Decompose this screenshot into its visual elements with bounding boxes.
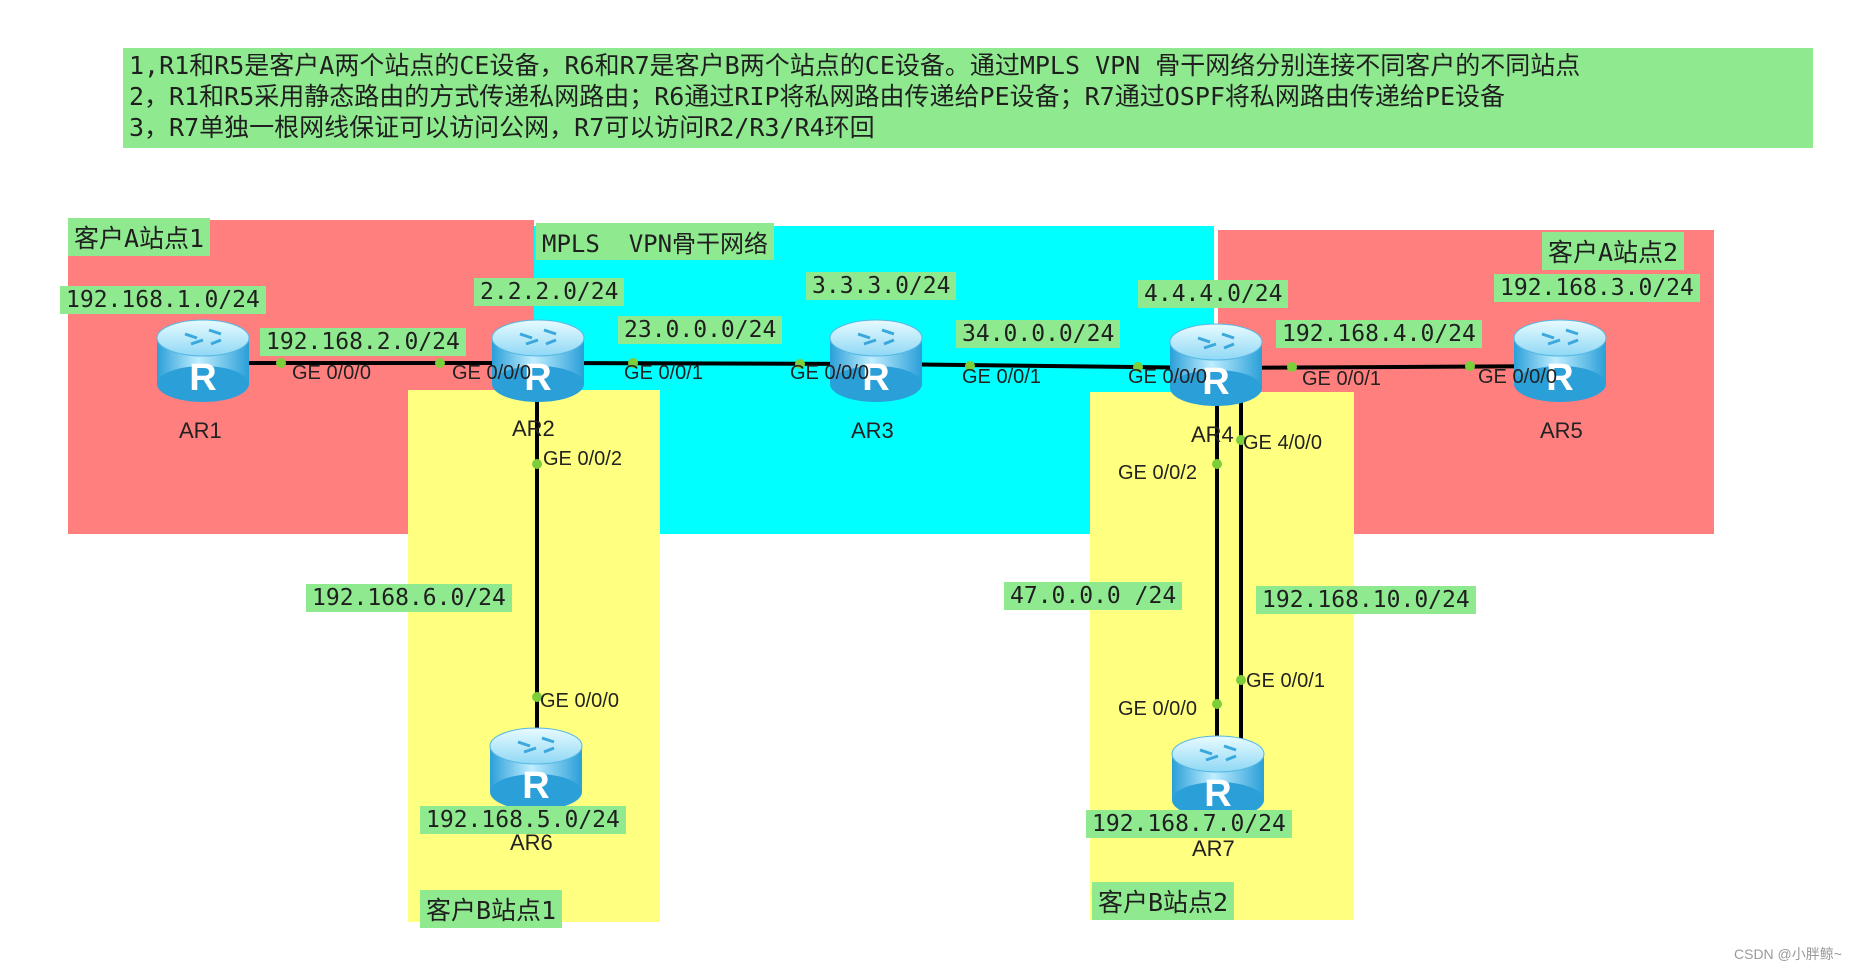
router-ar1[interactable]: R	[155, 316, 251, 404]
link-ar4-ar7-a-network: 47.0.0.0 /24	[1004, 582, 1183, 610]
port-dot	[628, 358, 638, 368]
link-ar1-ar2-network: 192.168.2.0/24	[260, 328, 466, 356]
ar4-port-g400: GE 4/0/0	[1243, 432, 1322, 454]
svg-text:R: R	[189, 357, 216, 399]
router-ar5[interactable]: R	[1512, 316, 1608, 404]
link-ar2-ar3	[539, 361, 876, 366]
router-icon: R	[489, 727, 583, 810]
port-dot	[965, 361, 975, 371]
ar3-network: 3.3.3.0/24	[806, 272, 957, 300]
port-dot	[276, 358, 286, 368]
router-ar2[interactable]: R	[490, 316, 586, 404]
router-ar4[interactable]: R	[1168, 320, 1264, 408]
ar4-port-g002: GE 0/0/2	[1118, 462, 1197, 484]
link-ar4-ar5	[1214, 364, 1561, 370]
ar7-network: 192.168.7.0/24	[1086, 810, 1292, 838]
port-dot	[532, 459, 542, 469]
ar4-port-g001: GE 0/0/1	[1302, 368, 1381, 390]
link-ar2-ar6-network: 192.168.6.0/24	[306, 584, 512, 612]
router-icon: R	[491, 319, 585, 402]
svg-text:R: R	[522, 765, 549, 807]
router-ar5-name: AR5	[1540, 418, 1583, 443]
ar2-port-g000: GE 0/0/0	[452, 362, 531, 384]
port-dot	[795, 359, 805, 369]
watermark: CSDN @小胖鲸~	[1734, 946, 1842, 962]
ar4-network: 4.4.4.0/24	[1138, 280, 1289, 308]
ar1-port-g000: GE 0/0/0	[292, 362, 371, 384]
ar3-port-g000: GE 0/0/0	[790, 362, 869, 384]
requirements-notes: 1,R1和R5是客户A两个站点的CE设备，R6和R7是客户B两个站点的CE设备。…	[123, 48, 1813, 148]
router-icon: R	[829, 319, 923, 402]
ar6-network: 192.168.5.0/24	[420, 806, 626, 834]
router-ar3[interactable]: R	[828, 316, 924, 404]
note-line-2: 2，R1和R5采用静态路由的方式传递私网路由；R6通过RIP将私网路由传递给PE…	[129, 82, 1506, 111]
router-ar7[interactable]: R	[1170, 732, 1266, 820]
ar3-port-g001: GE 0/0/1	[962, 366, 1041, 388]
port-dot	[1212, 699, 1222, 709]
zone-a2-title: 客户A站点2	[1542, 232, 1685, 270]
zone-b1-title: 客户B站点1	[420, 890, 563, 928]
router-icon: R	[1513, 319, 1607, 402]
svg-text:R: R	[1202, 361, 1229, 403]
ar7-port-g000: GE 0/0/0	[1118, 698, 1197, 720]
ar7-port-g001: GE 0/0/1	[1246, 670, 1325, 692]
port-dot	[1465, 361, 1475, 371]
note-line-3: 3，R7单独一根网线保证可以访问公网，R7可以访问R2/R3/R4环回	[129, 113, 875, 142]
router-ar3-name: AR3	[851, 418, 894, 443]
router-icon: R	[1169, 323, 1263, 406]
ar4-port-g000: GE 0/0/0	[1128, 366, 1207, 388]
port-dot	[435, 358, 445, 368]
svg-text:R: R	[862, 357, 889, 399]
port-dot	[1236, 675, 1246, 685]
link-ar4-ar5-network: 192.168.4.0/24	[1276, 320, 1482, 348]
router-ar2-name: AR2	[512, 416, 555, 441]
link-ar3-ar4-network: 34.0.0.0/24	[956, 320, 1121, 348]
zone-mpls-title: MPLS VPN骨干网络	[536, 223, 775, 260]
router-ar6[interactable]: R	[488, 724, 584, 812]
router-icon: R	[1171, 735, 1265, 818]
svg-text:R: R	[1204, 773, 1231, 815]
router-ar7-name: AR7	[1192, 836, 1235, 861]
link-ar2-ar3-network: 23.0.0.0/24	[618, 316, 783, 344]
ar5-network: 192.168.3.0/24	[1494, 274, 1700, 302]
ar2-port-g001: GE 0/0/1	[624, 362, 703, 384]
ar1-network: 192.168.1.0/24	[60, 286, 266, 314]
router-ar4-name: AR4	[1191, 422, 1234, 447]
note-line-1: 1,R1和R5是客户A两个站点的CE设备，R6和R7是客户B两个站点的CE设备。…	[129, 51, 1581, 80]
ar5-port-g000: GE 0/0/0	[1478, 366, 1557, 388]
port-dot	[1287, 362, 1297, 372]
ar6-port-g000: GE 0/0/0	[540, 690, 619, 712]
router-ar6-name: AR6	[510, 830, 553, 855]
port-dot	[532, 692, 542, 702]
svg-text:R: R	[524, 357, 551, 399]
svg-text:R: R	[1546, 357, 1573, 399]
router-ar1-name: AR1	[179, 418, 222, 443]
link-ar4-ar7-b-network: 192.168.10.0/24	[1256, 586, 1476, 614]
zone-b2-title: 客户B站点2	[1092, 882, 1235, 920]
link-ar3-ar4	[874, 362, 1216, 370]
ar2-port-g002: GE 0/0/2	[543, 448, 622, 470]
port-dot	[1236, 435, 1246, 445]
ar2-network: 2.2.2.0/24	[474, 278, 625, 306]
router-icon: R	[156, 319, 250, 402]
port-dot	[1133, 362, 1143, 372]
port-dot	[1212, 459, 1222, 469]
zone-a1-title: 客户A站点1	[68, 218, 211, 256]
